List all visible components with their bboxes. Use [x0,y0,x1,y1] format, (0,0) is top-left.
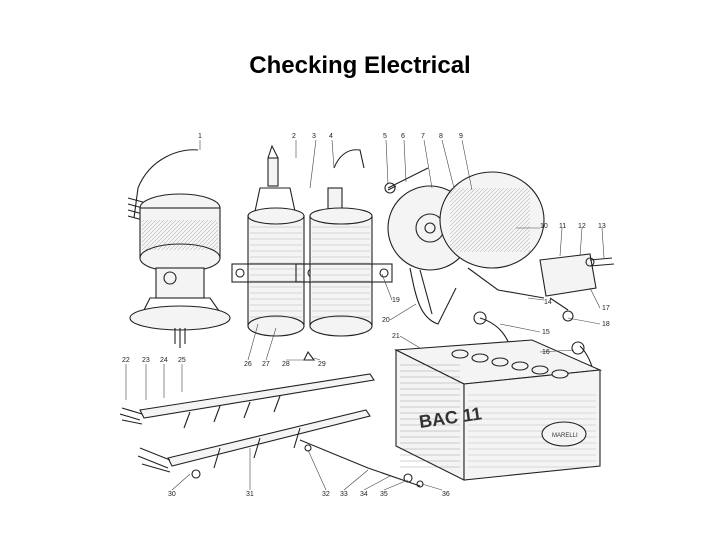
callout-15: 15 [542,329,550,336]
ignition-coil-left [231,144,321,337]
callout-13: 13 [598,223,606,230]
callout-22: 22 [122,357,130,364]
ignition-lead-upper [120,373,375,429]
callout-4: 4 [329,133,333,140]
callout-18: 18 [602,321,610,328]
callout-20: 20 [382,317,390,324]
distributor [127,149,231,348]
callout-30: 30 [168,491,176,498]
exploded-view-drawing: BAC 11 MARELLI [120,133,615,498]
callout-5: 5 [383,133,387,140]
callout-7: 7 [421,133,425,140]
callout-27: 27 [262,361,270,368]
battery-brand-logo: MARELLI [552,433,578,439]
callout-32: 32 [322,491,330,498]
slide-title: Checking Electrical [249,52,471,79]
battery: BAC 11 MARELLI [393,339,603,481]
callout-31: 31 [246,491,254,498]
voltage-regulator [539,253,615,322]
callout-10: 10 [540,223,548,230]
callout-14: 14 [544,299,552,306]
callout-19: 19 [392,297,400,304]
callout-25: 25 [178,357,186,364]
callout-numbers: 1 2 3 4 5 6 7 8 9 10 11 12 13 14 15 16 1… [122,133,610,498]
callout-28: 28 [282,361,290,368]
callout-24: 24 [160,357,168,364]
electrical-components-diagram: BAC 11 MARELLI [120,128,640,500]
callout-12: 12 [578,223,586,230]
callout-26: 26 [244,361,252,368]
callout-1: 1 [198,133,202,140]
callout-17: 17 [602,305,610,312]
battery-caps [451,349,569,379]
callout-11: 11 [559,223,566,230]
callout-35: 35 [380,491,388,498]
alternator [384,167,545,325]
callout-29: 29 [318,361,326,368]
ignition-coil-right [295,149,393,361]
callout-8: 8 [439,133,443,140]
callout-16: 16 [542,349,550,356]
ignition-lead-lower [137,409,424,488]
callout-9: 9 [459,133,463,140]
callout-2: 2 [292,133,296,140]
callout-6: 6 [401,133,405,140]
callout-34: 34 [360,491,368,498]
callout-leaders [125,139,605,491]
callout-21: 21 [392,333,400,340]
callout-36: 36 [442,491,450,498]
callout-33: 33 [340,491,348,498]
callout-23: 23 [142,357,150,364]
callout-3: 3 [312,133,316,140]
